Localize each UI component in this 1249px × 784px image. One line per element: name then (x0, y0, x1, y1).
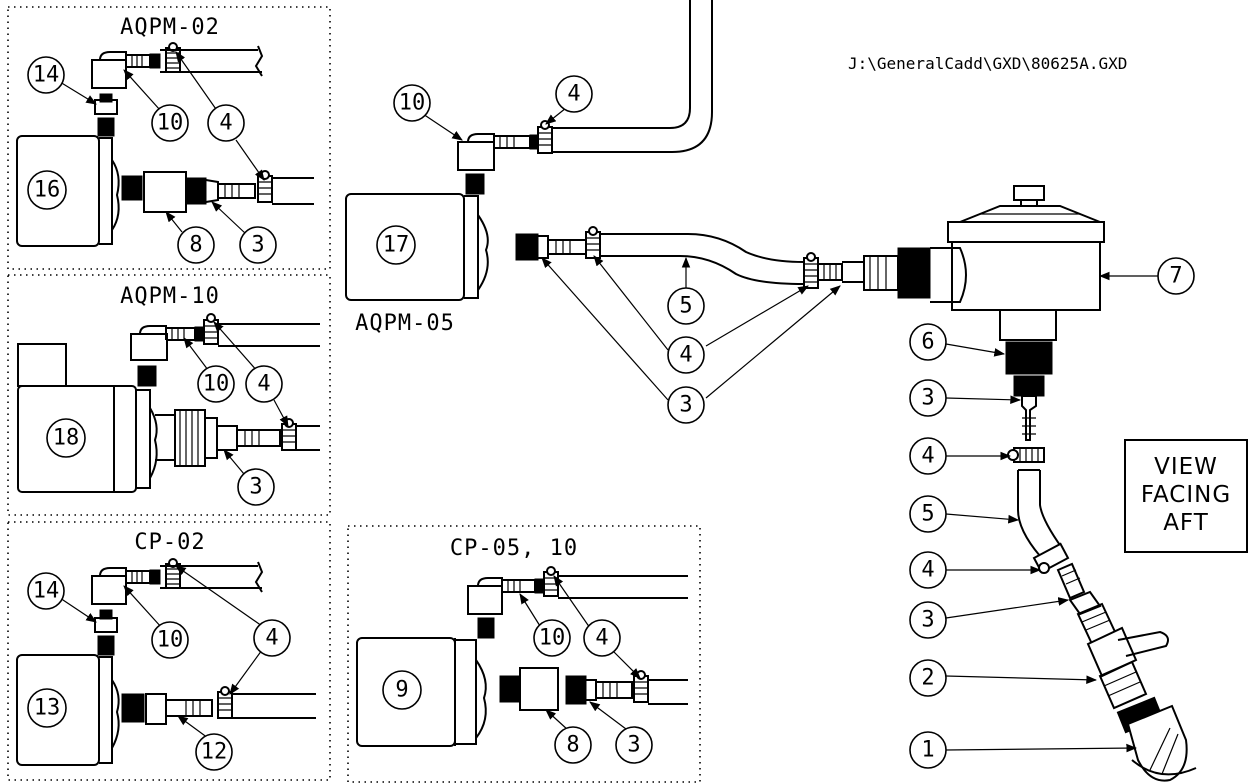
svg-text:4: 4 (567, 82, 580, 107)
svg-text:16: 16 (34, 178, 61, 203)
svg-text:1: 1 (921, 738, 934, 763)
callout-aqpm02-10: 10 (151, 104, 189, 142)
main-assembly-aqpm-05: AQPM-05 (345, 0, 931, 336)
svg-text:18: 18 (53, 426, 80, 451)
callout-main-5: 5 (667, 287, 705, 325)
panel-cp-02: CP-02 (16, 530, 316, 766)
view-note-line2: FACING (1141, 482, 1231, 508)
svg-text:4: 4 (257, 372, 270, 397)
svg-text:6: 6 (921, 330, 934, 355)
callout-leaders (59, 51, 1158, 753)
svg-text:2: 2 (921, 666, 934, 691)
callout-cp0510-3: 3 (615, 726, 653, 764)
callout-cp02-4: 4 (253, 619, 291, 657)
svg-text:4: 4 (921, 444, 934, 469)
panel-title-cp-02: CP-02 (134, 530, 205, 555)
svg-text:5: 5 (921, 502, 934, 527)
callout-side-2: 2 (909, 659, 947, 697)
svg-text:4: 4 (265, 626, 278, 651)
callout-aqpm10-3: 3 (237, 468, 275, 506)
callout-cp0510-pump: 9 (382, 670, 422, 710)
callout-side-6: 6 (909, 323, 947, 361)
callout-side-5: 5 (909, 495, 947, 533)
panel-title-aqpm-02: AQPM-02 (120, 15, 220, 40)
callout-side-4a: 4 (909, 437, 947, 475)
view-note-line3: AFT (1163, 510, 1209, 536)
svg-text:3: 3 (627, 733, 640, 758)
callout-side-3b: 3 (909, 601, 947, 639)
svg-text:8: 8 (189, 233, 202, 258)
svg-text:10: 10 (539, 626, 566, 651)
callout-main-4-top: 4 (555, 75, 593, 113)
view-note-box: VIEW FACING AFT (1124, 439, 1248, 553)
filter-assembly (930, 185, 1197, 782)
svg-text:14: 14 (33, 63, 60, 88)
callout-cp02-12: 12 (195, 733, 233, 771)
callout-bubbles: 16 14 10 4 8 3 18 10 4 3 13 14 10 4 12 9… (27, 56, 1195, 771)
svg-text:4: 4 (595, 626, 608, 651)
callout-side-4b: 4 (909, 551, 947, 589)
callout-main-3: 3 (667, 386, 705, 424)
svg-text:7: 7 (1169, 264, 1182, 289)
callout-aqpm02-14: 14 (27, 56, 65, 94)
svg-text:17: 17 (383, 233, 410, 258)
svg-text:14: 14 (33, 579, 60, 604)
panel-aqpm-02: AQPM-02 (16, 15, 314, 247)
svg-text:3: 3 (249, 475, 262, 500)
panel-borders (7, 6, 701, 783)
svg-text:4: 4 (921, 558, 934, 583)
callout-aqpm10-10: 10 (197, 365, 235, 403)
panel-title-cp-05-10: CP-05, 10 (450, 536, 578, 561)
svg-text:8: 8 (566, 733, 579, 758)
file-path-label: J:\GeneralCadd\GXD\80625A.GXD (848, 54, 1127, 73)
callout-cp02-14: 14 (27, 572, 65, 610)
callout-side-1: 1 (909, 731, 947, 769)
svg-text:3: 3 (921, 608, 934, 633)
svg-text:4: 4 (679, 343, 692, 368)
callout-aqpm02-8: 8 (177, 226, 215, 264)
callout-aqpm10-pump: 18 (46, 418, 86, 458)
panel-title-aqpm-10: AQPM-10 (120, 284, 220, 309)
svg-text:4: 4 (219, 111, 232, 136)
callout-cp02-pump: 13 (27, 688, 67, 728)
svg-text:3: 3 (679, 393, 692, 418)
callout-main-4: 4 (667, 336, 705, 374)
svg-text:3: 3 (921, 386, 934, 411)
svg-text:3: 3 (251, 233, 264, 258)
callout-main-pump: 17 (376, 225, 416, 265)
callout-side-7: 7 (1157, 257, 1195, 295)
svg-text:10: 10 (157, 628, 184, 653)
callout-aqpm02-4: 4 (207, 104, 245, 142)
callout-cp0510-8: 8 (554, 726, 592, 764)
svg-text:13: 13 (34, 696, 61, 721)
callout-aqpm10-4: 4 (245, 365, 283, 403)
svg-text:10: 10 (399, 91, 426, 116)
view-note-line1: VIEW (1154, 454, 1218, 480)
main-caption-aqpm-05: AQPM-05 (355, 311, 455, 336)
svg-text:10: 10 (157, 111, 184, 136)
callout-aqpm02-3: 3 (239, 226, 277, 264)
callout-cp0510-10: 10 (533, 619, 571, 657)
callout-side-3a: 3 (909, 379, 947, 417)
callout-cp02-10: 10 (151, 621, 189, 659)
callout-main-10: 10 (393, 84, 431, 122)
svg-text:10: 10 (203, 372, 230, 397)
svg-text:12: 12 (201, 740, 228, 765)
svg-text:5: 5 (679, 294, 692, 319)
svg-text:9: 9 (395, 678, 408, 703)
callout-cp0510-4: 4 (583, 619, 621, 657)
panel-cp-05-10: CP-05, 10 (356, 536, 688, 747)
callout-aqpm02-pump: 16 (27, 170, 67, 210)
